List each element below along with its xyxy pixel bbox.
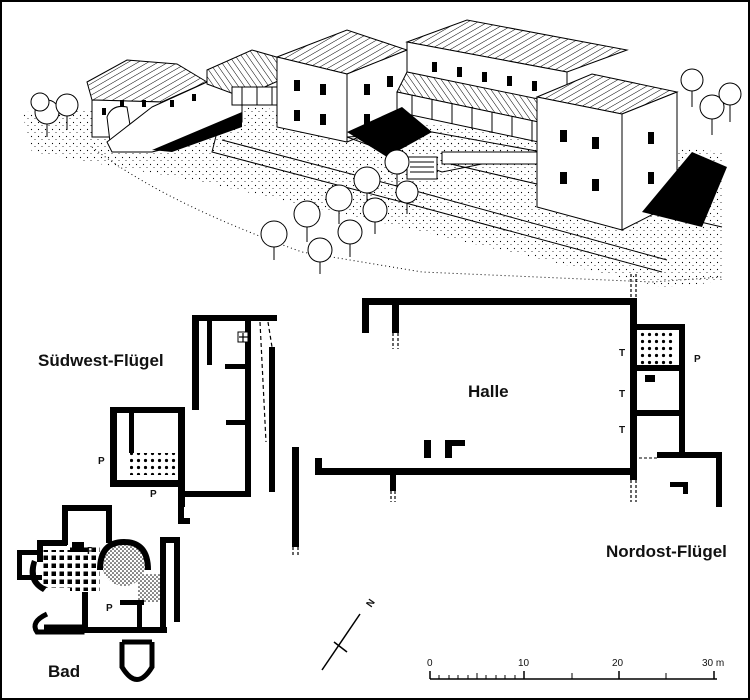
room-marks: P P P P P T T T N (87, 348, 701, 614)
label-bath: Bad (48, 662, 81, 681)
mark-p-bath-south: P (106, 603, 113, 614)
mark-t-1: T (619, 348, 625, 359)
bath-building (86, 59, 243, 153)
scale-tick-30: 30 m (702, 658, 724, 669)
northeast-wing-plan (630, 324, 722, 507)
scale-tick-20: 20 (612, 658, 624, 669)
perspective-view (22, 19, 742, 287)
mark-t-3: T (619, 425, 625, 436)
mark-p-sw-west: P (98, 456, 105, 467)
mark-p-sw-south: P (150, 489, 157, 500)
mark-north: N (365, 597, 378, 609)
mark-p-bath-north: P (87, 546, 94, 557)
hall-building (396, 19, 629, 148)
southwest-wing-plan (110, 315, 277, 524)
bath-plan (17, 505, 180, 682)
mark-p-ne: P (694, 354, 701, 365)
north-arrow (321, 613, 361, 671)
label-northeast-wing: Nordost-Flügel (606, 542, 727, 561)
label-southwest-wing: Südwest-Flügel (38, 351, 164, 370)
northeast-wing-building (441, 73, 727, 231)
scale-tick-10: 10 (518, 658, 530, 669)
label-hall: Halle (468, 382, 509, 401)
floor-plan: 0 10 20 30 m P P P P P T T T N (17, 274, 724, 682)
mark-t-2: T (619, 389, 625, 400)
southwest-wing-building (275, 29, 409, 143)
scale-tick-0: 0 (427, 658, 433, 669)
hall-plan (292, 298, 637, 547)
scale-bar: 0 10 20 30 m (427, 658, 724, 680)
trees (30, 68, 742, 274)
